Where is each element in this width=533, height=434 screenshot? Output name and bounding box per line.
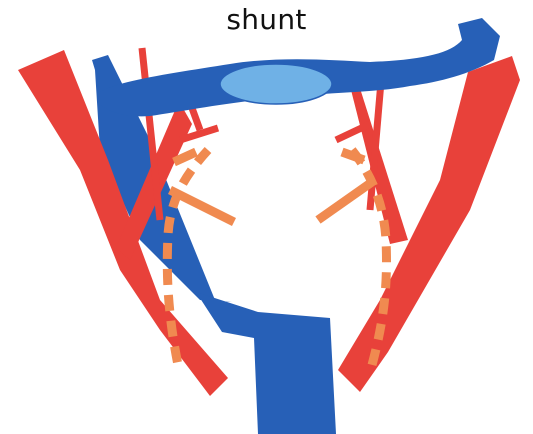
diagram-title: shunt (0, 6, 533, 34)
shunt-ellipse (220, 64, 332, 104)
right-orange-branch-1 (318, 182, 372, 220)
bottom-vein-trunk (196, 292, 336, 434)
